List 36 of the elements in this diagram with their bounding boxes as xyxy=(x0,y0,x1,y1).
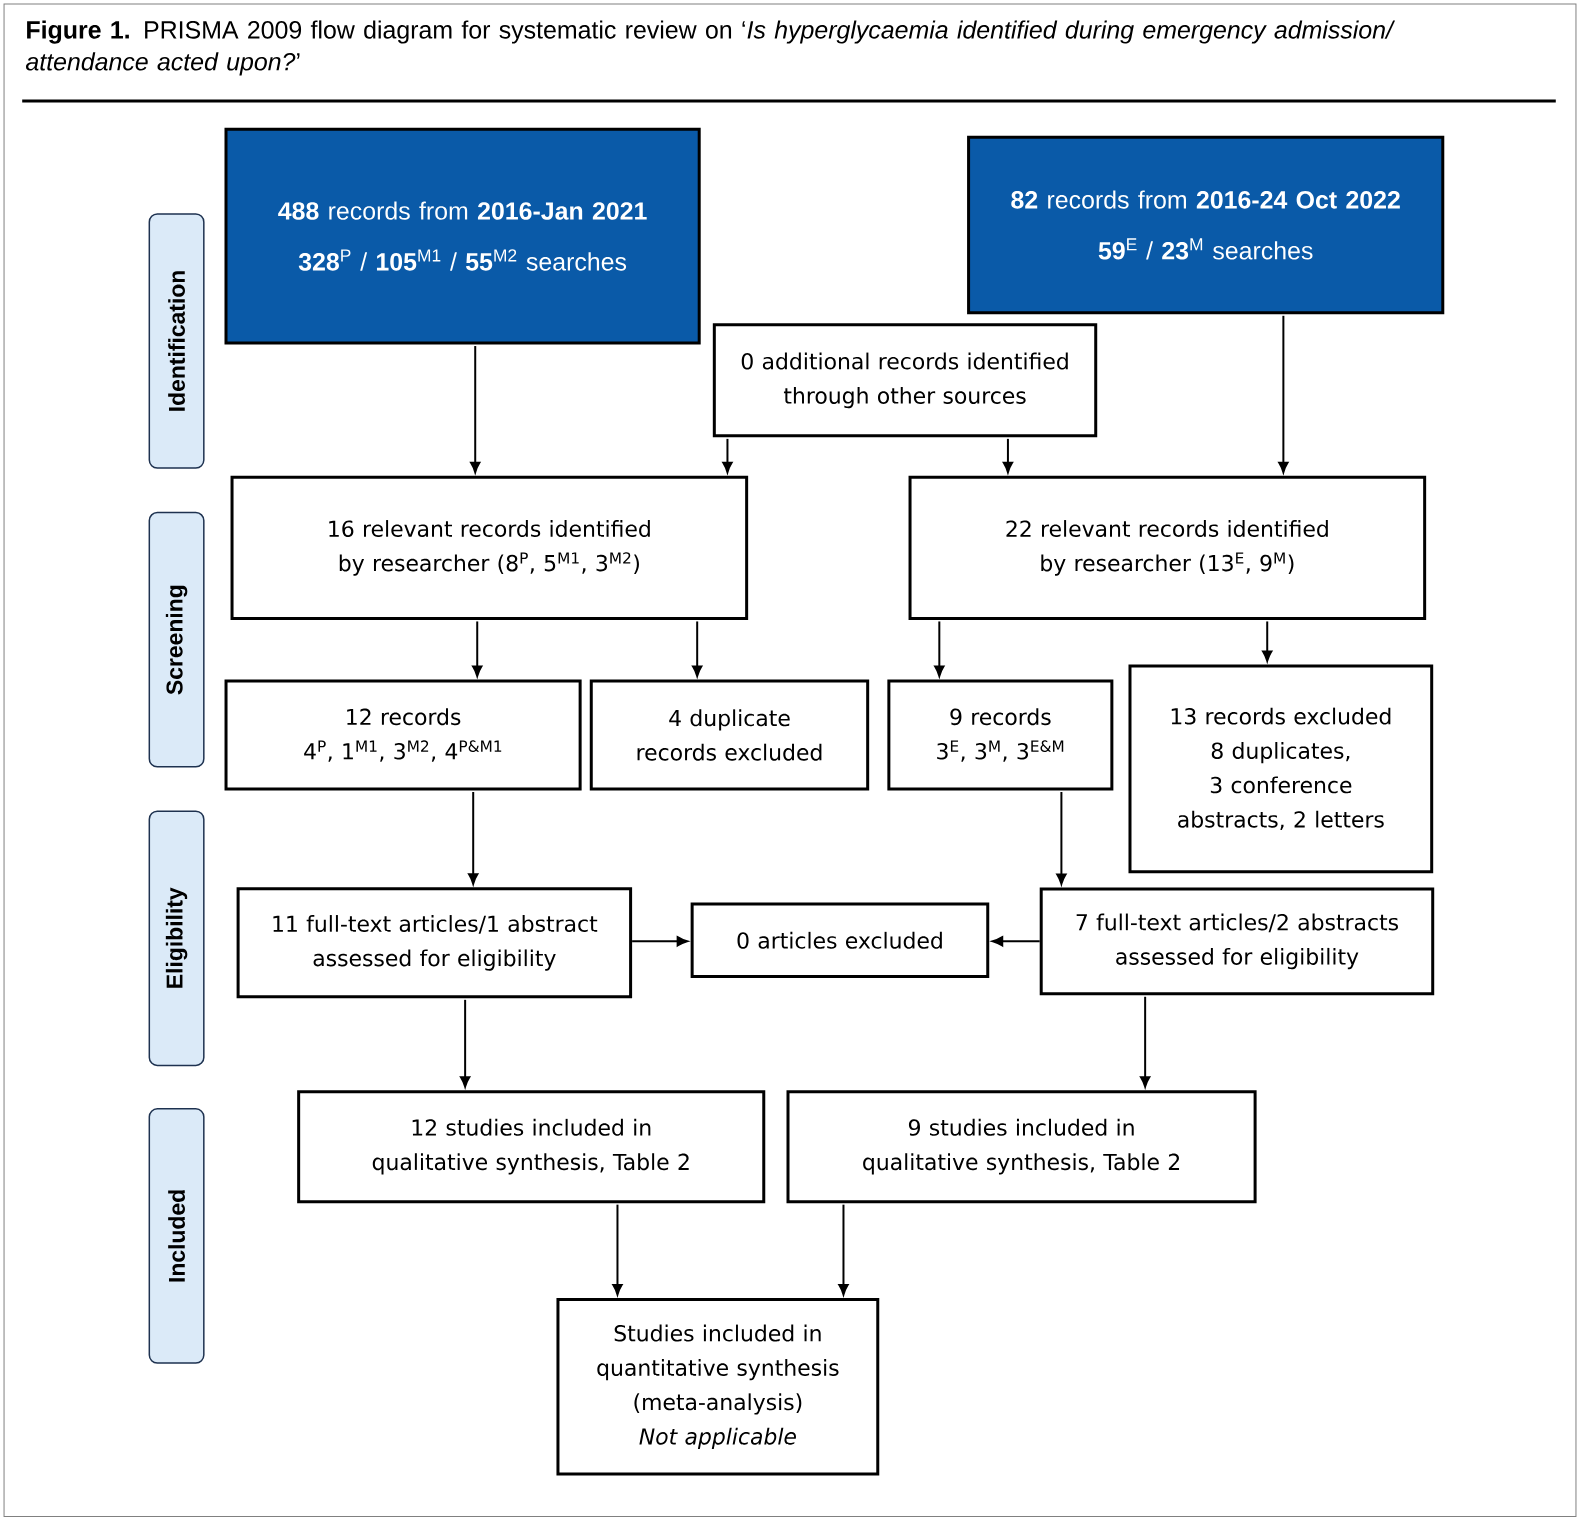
arrow xyxy=(1140,995,1151,1088)
process-box: 9 records 3$^{E}$, 3$^{M}$, 3$^{E&M}$ xyxy=(887,679,1114,791)
search-source-box: 488 records from 2016-Jan 2021 328$^{P}$ / 105$^{M1}$ / 55$^{M2}$ searches xyxy=(224,127,701,345)
process-box: 0 articles excluded xyxy=(690,902,990,979)
arrow xyxy=(934,620,945,677)
process-box: 12 records 4$^{P}$, 1$^{M1}$, 3$^{M2}$, 4$^{P&M1}$ xyxy=(224,679,582,791)
arrow xyxy=(468,791,479,885)
process-box: 9 studies included in qualitative synthesis, Table 2 xyxy=(786,1090,1257,1204)
arrow xyxy=(1056,791,1067,885)
arrow xyxy=(838,1203,849,1296)
stage-label-band: Identification xyxy=(148,213,205,469)
figure-title: Figure 1. PRISMA 2009 flow diagram for systematic review on ‘Is hyperglycaemia identified during emergency admission/ attendance acted upon?’ xyxy=(26,20,1396,76)
arrow xyxy=(1002,437,1014,474)
arrow xyxy=(1278,314,1289,474)
arrow xyxy=(991,936,1041,947)
process-box: 12 studies included in qualitative synthesis, Table 2 xyxy=(297,1090,766,1204)
arrow xyxy=(631,936,688,947)
process-box: 4 duplicate records excluded xyxy=(589,679,870,791)
arrow xyxy=(692,620,703,677)
process-box: 13 records excluded 8 duplicates, 3 conference abstracts, 2 letters xyxy=(1128,664,1434,874)
stage-label-band: Eligibility xyxy=(148,810,205,1067)
arrow xyxy=(612,1203,623,1296)
arrow xyxy=(470,345,481,474)
arrow xyxy=(722,437,733,474)
arrow xyxy=(472,620,483,677)
stage-label-band: Included xyxy=(148,1108,205,1364)
process-box: 0 additional records identified through other sources xyxy=(712,323,1098,438)
process-box: 7 full-text articles/2 abstracts assessed for eligibility xyxy=(1039,887,1435,996)
process-box: Studies included in quantitative synthesis (meta-analysis) Not applicable xyxy=(556,1298,880,1476)
stage-label-band: Screening xyxy=(148,511,205,768)
arrow xyxy=(460,998,471,1088)
search-source-box: 82 records from 2016-24 Oct 2022 59$^{E}$ / 23$^{M}$ searches xyxy=(967,135,1445,315)
process-box: 11 full-text articles/1 abstract assessed for eligibility xyxy=(236,887,633,999)
process-box: 22 relevant records identified by researcher (13$^{E}$, 9$^{M}$) xyxy=(908,475,1427,620)
arrow xyxy=(1262,620,1273,662)
process-box: 16 relevant records identified by researcher (8$^{P}$, 5$^{M1}$, 3$^{M2}$) xyxy=(230,475,749,620)
